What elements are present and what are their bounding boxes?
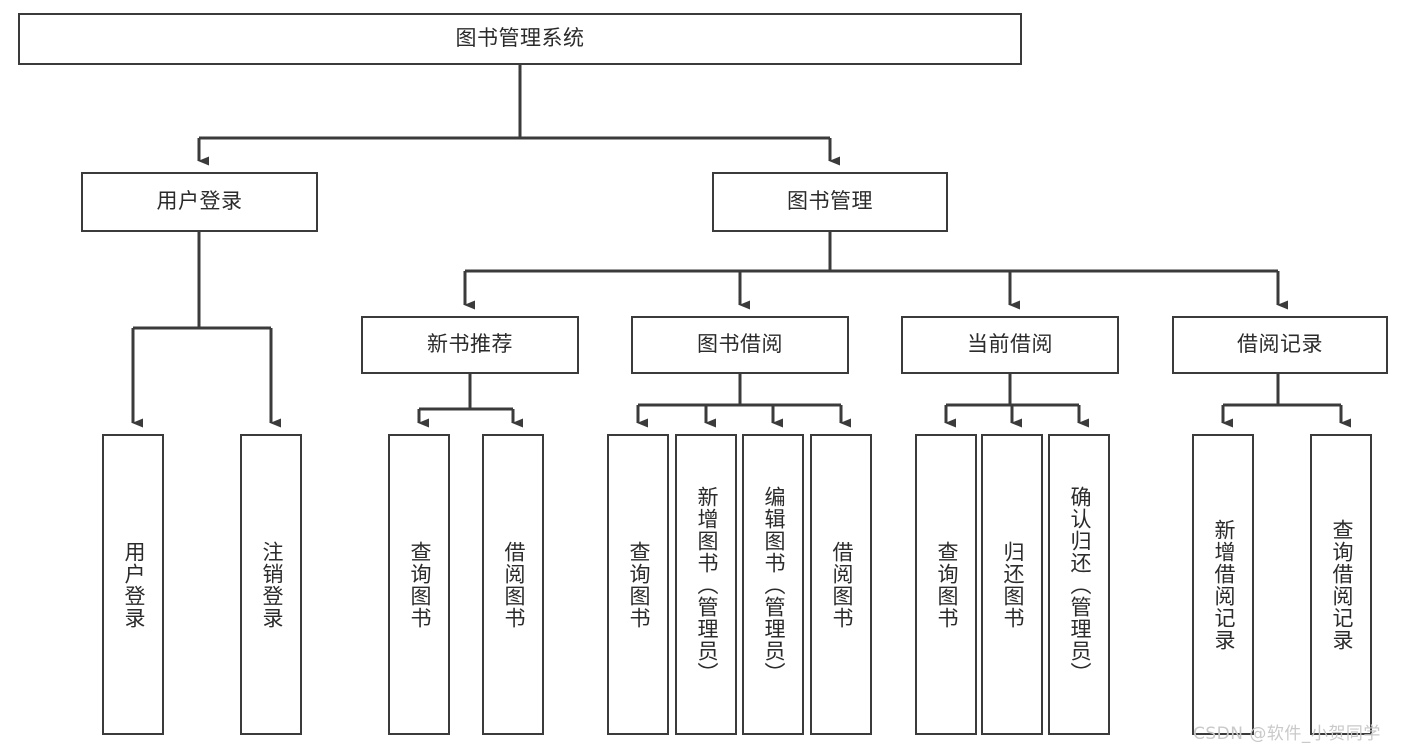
node-label: 新增图书（管理员） [695, 485, 719, 684]
node-leaf-query-book-b[interactable]: 查询图书 [607, 434, 669, 735]
node-label: 借阅记录 [1237, 332, 1323, 356]
node-leaf-user-login[interactable]: 用户登录 [102, 434, 164, 735]
node-leaf-edit-book-admin[interactable]: 编辑图书（管理员） [742, 434, 804, 735]
edge-borrow-to-leaves [636, 374, 851, 428]
edge-root-to-level2 [197, 65, 840, 166]
node-label: 查询图书 [935, 540, 959, 629]
node-label: 新增借阅记录 [1212, 518, 1236, 651]
node-leaf-logout[interactable]: 注销登录 [240, 434, 302, 735]
node-label: 借阅图书 [830, 540, 854, 629]
edge-current-to-leaves [944, 374, 1089, 428]
node-user-login[interactable]: 用户登录 [81, 172, 318, 232]
node-label: 查询借阅记录 [1330, 518, 1354, 651]
node-book-borrow[interactable]: 图书借阅 [631, 316, 849, 374]
node-new-book-recommend[interactable]: 新书推荐 [361, 316, 579, 374]
node-current-borrow[interactable]: 当前借阅 [901, 316, 1119, 374]
node-label: 图书管理 [787, 189, 873, 213]
node-label: 查询图书 [408, 540, 432, 629]
edge-bookmgmt-to-level3 [463, 232, 1288, 310]
edge-userlogin-to-leaves [131, 232, 281, 428]
node-leaf-add-borrow-record[interactable]: 新增借阅记录 [1192, 434, 1254, 735]
node-book-management[interactable]: 图书管理 [712, 172, 948, 232]
edge-records-to-leaves [1221, 374, 1351, 428]
node-label: 借阅图书 [502, 540, 526, 629]
node-label: 确认归还（管理员） [1068, 485, 1092, 684]
node-label: 图书借阅 [697, 332, 783, 356]
node-label: 当前借阅 [967, 332, 1053, 356]
node-leaf-query-book-c[interactable]: 查询图书 [915, 434, 977, 735]
node-leaf-confirm-return-admin[interactable]: 确认归还（管理员） [1048, 434, 1110, 735]
node-label: 编辑图书（管理员） [762, 485, 786, 684]
node-label: 用户登录 [122, 540, 146, 629]
node-leaf-borrow-book-b[interactable]: 借阅图书 [810, 434, 872, 735]
node-leaf-query-borrow-record[interactable]: 查询借阅记录 [1310, 434, 1372, 735]
node-leaf-query-book-a[interactable]: 查询图书 [388, 434, 450, 735]
node-leaf-add-book-admin[interactable]: 新增图书（管理员） [675, 434, 737, 735]
node-label: 用户登录 [156, 189, 243, 213]
node-label: 查询图书 [627, 540, 651, 629]
node-label: 注销登录 [260, 540, 284, 629]
node-root-system[interactable]: 图书管理系统 [18, 13, 1022, 65]
node-label: 归还图书 [1001, 540, 1025, 629]
node-leaf-return-book[interactable]: 归还图书 [981, 434, 1043, 735]
node-borrow-records[interactable]: 借阅记录 [1172, 316, 1388, 374]
csdn-watermark: CSDN @软件_小贺同学 [1193, 724, 1381, 744]
edge-newbooks-to-leaves [417, 374, 523, 428]
node-label: 新书推荐 [427, 332, 513, 356]
node-leaf-borrow-book-a[interactable]: 借阅图书 [482, 434, 544, 735]
node-label: 图书管理系统 [455, 26, 585, 50]
